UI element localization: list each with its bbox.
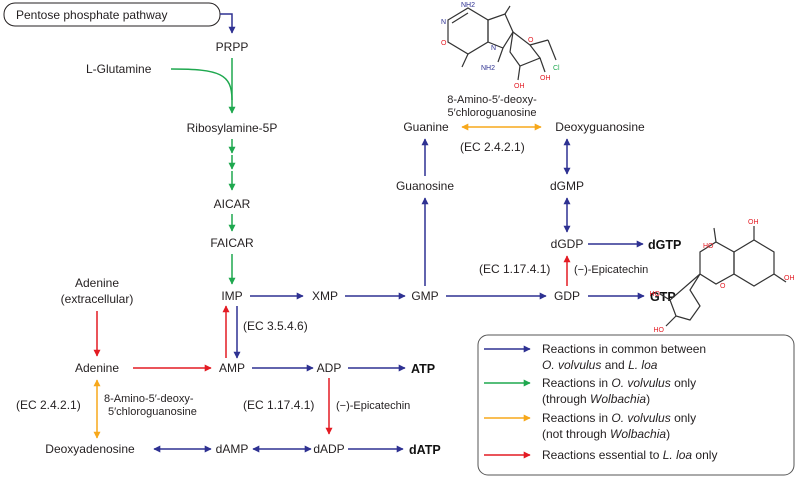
node-datp: dATP — [409, 443, 441, 457]
svg-text:NH2: NH2 — [461, 2, 475, 9]
node-ribosylamine: Ribosylamine-5P — [187, 121, 278, 135]
legend-ovol-line2: (through Wolbachia) — [542, 392, 650, 406]
label-epicatechin-left: (−)-Epicatechin — [336, 400, 410, 412]
node-deoxyguanosine: Deoxyguanosine — [555, 120, 645, 134]
svg-text:OH: OH — [540, 75, 551, 82]
svg-text:N: N — [441, 19, 446, 26]
node-adenine-ext-2: (extracellular) — [61, 292, 134, 306]
legend-loa-line1: Reactions essential to L. loa only — [542, 448, 717, 462]
svg-text:HO: HO — [650, 291, 661, 298]
label-chloro-left-2: 5′chloroguanosine — [108, 406, 197, 418]
label-ec-354: (EC 3.5.4.6) — [243, 319, 308, 333]
node-prpp: PRPP — [216, 40, 249, 54]
legend-ovol-line1: Reactions in O. volvulus only — [542, 376, 696, 390]
label-chloro-top-2: 5′chloroguanosine — [448, 107, 537, 119]
legend-box — [477, 334, 795, 476]
node-guanine: Guanine — [403, 120, 449, 134]
legend-common-line1: Reactions in common between — [542, 342, 706, 356]
legend: Reactions in common between O. volvulus … — [477, 334, 795, 476]
node-damp: dAMP — [216, 442, 249, 456]
svg-text:NH2: NH2 — [481, 65, 495, 72]
svg-text:HO: HO — [703, 243, 714, 250]
node-adenine-ext-1: Adenine — [75, 276, 119, 290]
node-atp: ATP — [411, 362, 435, 376]
node-faicar: FAICAR — [210, 236, 254, 250]
node-xmp: XMP — [312, 289, 338, 303]
svg-text:OH: OH — [784, 275, 795, 282]
node-dgmp: dGMP — [550, 179, 584, 193]
svg-text:OH: OH — [514, 83, 525, 90]
svg-text:O: O — [528, 37, 534, 44]
svg-text:HO: HO — [654, 327, 665, 334]
label-ec-11741-right: (EC 1.17.4.1) — [479, 262, 550, 276]
epicatechin-structure: HO OH OH HO HO O — [650, 219, 795, 334]
node-adp: ADP — [317, 361, 342, 375]
node-amp: AMP — [219, 361, 245, 375]
label-chloro-top-1: 8-Amino-5′-deoxy- — [447, 94, 537, 106]
node-dadp: dADP — [313, 442, 344, 456]
legend-notwol-line2: (not through Wolbachia) — [542, 427, 670, 441]
svg-text:Cl: Cl — [553, 65, 560, 72]
label-ec-11741-left: (EC 1.17.4.1) — [243, 398, 314, 412]
node-dgtp: dGTP — [648, 238, 681, 252]
node-adenine: Adenine — [75, 361, 119, 375]
svg-text:OH: OH — [748, 219, 759, 226]
legend-notwol-line1: Reactions in O. volvulus only — [542, 411, 696, 425]
arrow-pentose-prpp — [220, 13, 236, 34]
svg-text:O: O — [441, 40, 447, 47]
node-gmp: GMP — [411, 289, 438, 303]
svg-text:O: O — [720, 283, 726, 290]
legend-common-line2: O. volvulus and L. loa — [542, 358, 658, 372]
node-aicar: AICAR — [214, 197, 251, 211]
node-deoxyadenosine: Deoxyadenosine — [45, 442, 135, 456]
node-glutamine: L-Glutamine — [86, 62, 152, 76]
label-ec-2421-right: (EC 2.4.2.1) — [460, 140, 525, 154]
node-imp: IMP — [221, 289, 242, 303]
node-guanosine: Guanosine — [396, 179, 454, 193]
node-dgdp: dGDP — [551, 237, 584, 251]
node-gdp: GDP — [554, 289, 580, 303]
pentose-label: Pentose phosphate pathway — [16, 8, 167, 22]
arrow-glutamine-join — [170, 68, 233, 101]
node-gtp: GTP — [650, 290, 676, 304]
label-ec-2421-left: (EC 2.4.2.1) — [16, 398, 81, 412]
svg-text:N: N — [491, 45, 496, 52]
label-epicatechin-right: (−)-Epicatechin — [574, 264, 648, 276]
chloroguanosine-structure: NH2 N O N NH2 O OH OH Cl — [441, 2, 560, 90]
label-chloro-left-1: 8-Amino-5′-deoxy- — [104, 393, 194, 405]
